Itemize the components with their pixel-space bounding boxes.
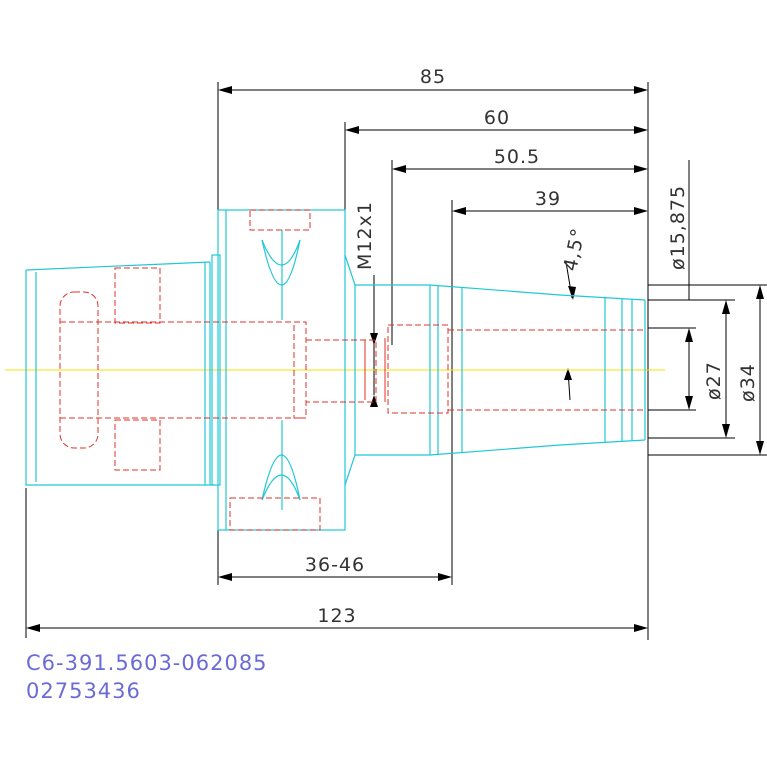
- dim-39: 39: [535, 188, 561, 210]
- dim-diameter-27: ø27: [703, 361, 725, 400]
- dim-thread: M12x1: [354, 201, 376, 270]
- hidden-features: [59, 209, 645, 531]
- dim-bore-diameter: ø15,875: [667, 185, 689, 270]
- part-outline: [25, 209, 646, 531]
- dimension-lines: [25, 82, 767, 640]
- part-code: C6-391.5603-062085: [26, 651, 268, 675]
- dim-36-46: 36-46: [305, 554, 365, 576]
- dim-60: 60: [484, 107, 510, 129]
- dim-taper-angle: 4,5°: [559, 226, 590, 273]
- dim-diameter-34: ø34: [737, 363, 759, 402]
- dim-overall-85: 85: [420, 66, 446, 88]
- dim-123: 123: [317, 605, 356, 627]
- part-number: 02753436: [26, 679, 141, 703]
- dim-50-5: 50.5: [494, 146, 540, 168]
